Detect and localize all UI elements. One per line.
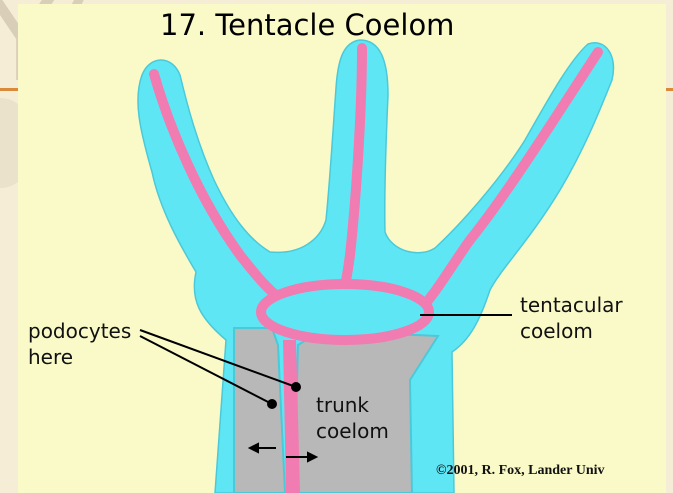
trunk-coelom-label: trunk coelom	[316, 392, 389, 444]
podocytes-label-line1: podocytes	[28, 318, 131, 344]
podocytes-label: podocytes here	[28, 318, 131, 370]
tentacular-label-line1: tentacular	[520, 292, 623, 318]
tentacular-coelom-ring	[261, 284, 429, 340]
trunk-wall-left	[234, 328, 285, 493]
podocyte-dot-upper	[291, 382, 301, 392]
diagram-title: 17. Tentacle Coelom	[160, 8, 454, 42]
right-tentacle-coelom	[420, 52, 598, 310]
podocyte-dot-lower	[267, 399, 277, 409]
copyright-credit: ©2001, R. Fox, Lander Univ	[436, 463, 605, 479]
podocytes-label-line2: here	[28, 344, 131, 370]
tentacular-label-line2: coelom	[520, 318, 623, 344]
trunk-label-line2: coelom	[316, 418, 389, 444]
tentacular-coelom-label: tentacular coelom	[520, 292, 623, 344]
trunk-label-line1: trunk	[316, 392, 389, 418]
